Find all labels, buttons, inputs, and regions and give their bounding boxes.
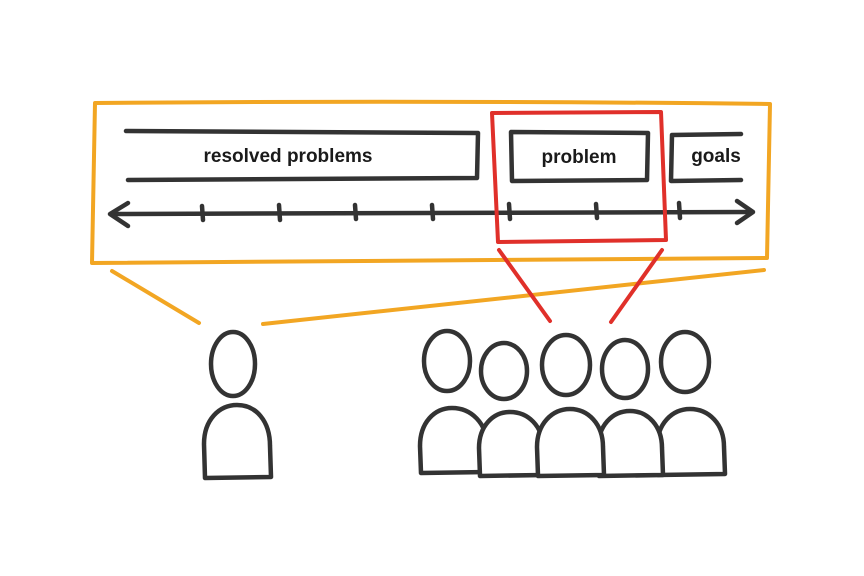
resolved-problems-bracket	[123, 128, 481, 183]
person-icon	[201, 329, 274, 481]
frame-connector-right	[261, 268, 766, 326]
left-arrow-icon	[107, 200, 131, 229]
timeline-frame	[90, 99, 772, 265]
person-head	[208, 329, 258, 399]
group-person-head	[658, 329, 712, 395]
goals-bracket	[668, 131, 744, 184]
person-body	[201, 402, 274, 481]
timeline-tick	[199, 203, 206, 223]
frame-connector-left	[110, 269, 201, 325]
resolved-problems-label: resolved problems	[204, 146, 373, 167]
group-person-head	[478, 340, 530, 402]
timeline-tick	[276, 202, 283, 223]
goals-label: goals	[691, 146, 741, 167]
group-person-head	[539, 332, 593, 398]
problem-label: problem	[542, 147, 617, 168]
focus-connector-left	[497, 248, 552, 323]
timeline-tick	[506, 201, 513, 222]
group-person-head	[421, 328, 473, 394]
timeline-tick	[429, 202, 436, 222]
group-person-body	[534, 406, 607, 479]
people-group-icon	[417, 328, 728, 479]
timeline-tick	[676, 200, 683, 221]
timeline-tick	[352, 202, 359, 222]
timeline-tick	[593, 201, 600, 221]
group-person-head	[599, 337, 651, 401]
timeline-ticks	[199, 200, 683, 223]
focus-connector-right	[609, 248, 664, 324]
focus-frame	[490, 110, 668, 244]
right-arrow-icon	[734, 198, 756, 226]
group-person-body	[654, 406, 728, 478]
problem-box	[508, 129, 651, 184]
group-person-body	[476, 409, 547, 479]
group-person-body	[595, 408, 666, 479]
